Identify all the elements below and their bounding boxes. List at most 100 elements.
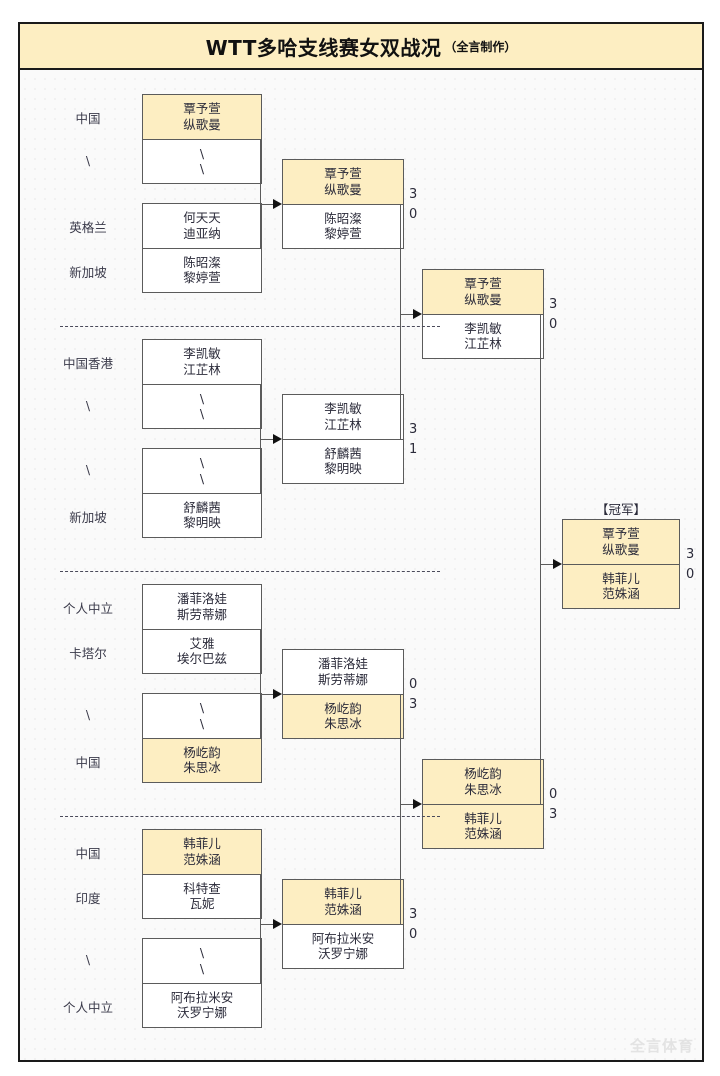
r1-match-8[interactable]: \\阿布拉米安沃罗宁娜 [142, 938, 262, 1028]
connector-line [260, 874, 261, 983]
connector-line [400, 204, 401, 439]
r2-match-1[interactable]: 覃予萱纵歌曼陈昭澯黎婷萱 [282, 159, 404, 249]
player-name: 江芷林 [324, 416, 362, 432]
country-label: \ [85, 153, 91, 168]
section-separator [60, 816, 440, 817]
r2-match-3[interactable]: 潘菲洛娃斯劳蒂娜杨屹韵朱思冰 [282, 649, 404, 739]
r3-match-1-top: 覃予萱纵歌曼 [423, 270, 543, 314]
player-name: 朱思冰 [464, 781, 502, 797]
player-name: \ [199, 945, 205, 961]
country-label: 中国 [75, 755, 101, 770]
player-name: \ [199, 470, 205, 486]
player-name: 潘菲洛娃 [176, 591, 227, 607]
r1-match-4[interactable]: \\舒麟茜黎明映 [142, 448, 262, 538]
player-name: 杨屹韵 [464, 766, 502, 782]
player-name: 李凯敏 [464, 320, 502, 336]
r2-match-4[interactable]: 韩菲儿范姝涵阿布拉米安沃罗宁娜 [282, 879, 404, 969]
r1-match-2-bottom: 陈昭澯黎婷萱 [143, 247, 261, 292]
connector-arrow [273, 689, 282, 699]
player-name: 科特查 [183, 880, 221, 896]
country-label: 卡塔尔 [69, 646, 107, 661]
final-match[interactable]: 覃予萱纵歌曼韩菲儿范姝涵 [562, 519, 680, 609]
player-name: 何天天 [183, 210, 221, 226]
r2-match-4-bottom: 阿布拉米安沃罗宁娜 [283, 923, 403, 968]
r3-match-2[interactable]: 杨屹韵朱思冰韩菲儿范姝涵 [422, 759, 544, 849]
score-top: 3 [409, 187, 418, 202]
player-name: 沃罗宁娜 [317, 946, 368, 962]
player-name: 覃予萱 [183, 101, 221, 117]
connector-line [540, 314, 541, 804]
country-label: \ [85, 707, 91, 722]
score-top: 3 [409, 907, 418, 922]
connector-line [400, 804, 413, 805]
bracket-frame: WTT多哈支线赛女双战况 （全言制作） 覃予萱纵歌曼\\中国\何天天迪亚纳陈昭澯… [18, 22, 704, 1062]
r1-match-6-bottom: 杨屹韵朱思冰 [143, 737, 261, 782]
watermark: 全言体育 [629, 1037, 694, 1055]
player-name: 斯劳蒂娜 [317, 671, 368, 687]
connector-arrow [413, 309, 422, 319]
player-name: 韩菲儿 [602, 570, 640, 586]
r2-match-3-bottom: 杨屹韵朱思冰 [283, 693, 403, 738]
player-name: 覃予萱 [464, 276, 502, 292]
r1-match-8-bottom: 阿布拉米安沃罗宁娜 [143, 982, 261, 1027]
r1-match-5[interactable]: 潘菲洛娃斯劳蒂娜艾雅埃尔巴兹 [142, 584, 262, 674]
player-name: 阿布拉米安 [311, 930, 375, 946]
player-name: 韩菲儿 [324, 886, 362, 902]
r1-match-8-top: \\ [143, 939, 261, 983]
r2-match-1-top: 覃予萱纵歌曼 [283, 160, 403, 204]
country-label: 英格兰 [69, 220, 107, 235]
country-label: 个人中立 [62, 601, 114, 616]
page-subtitle: （全言制作） [444, 39, 517, 54]
r1-match-2-top: 何天天迪亚纳 [143, 204, 261, 248]
r1-match-4-bottom: 舒麟茜黎明映 [143, 492, 261, 537]
connector-line [260, 204, 273, 205]
r1-match-3-bottom: \\ [143, 383, 261, 428]
r1-match-7[interactable]: 韩菲儿范姝涵科特查瓦妮 [142, 829, 262, 919]
country-label: \ [85, 952, 91, 967]
country-label: 中国 [75, 111, 101, 126]
r2-match-2[interactable]: 李凯敏江芷林舒麟茜黎明映 [282, 394, 404, 484]
player-name: 纵歌曼 [602, 541, 640, 557]
connector-line [260, 694, 273, 695]
country-label: 个人中立 [62, 1000, 114, 1015]
connector-arrow [413, 799, 422, 809]
r1-match-3-top: 李凯敏江芷林 [143, 340, 261, 384]
player-name: 范姝涵 [183, 851, 221, 867]
player-name: 范姝涵 [464, 826, 502, 842]
score-bottom: 3 [549, 807, 558, 822]
r1-match-2[interactable]: 何天天迪亚纳陈昭澯黎婷萱 [142, 203, 262, 293]
player-name: 江芷林 [464, 336, 502, 352]
country-label: 印度 [75, 891, 101, 906]
country-label: 中国香港 [62, 356, 114, 371]
section-separator [60, 326, 440, 327]
score-top: 0 [549, 787, 558, 802]
r1-match-6-top: \\ [143, 694, 261, 738]
player-name: 陈昭澯 [183, 254, 221, 270]
r2-match-2-bottom: 舒麟茜黎明映 [283, 438, 403, 483]
r3-match-1-bottom: 李凯敏江芷林 [423, 313, 543, 358]
player-name: 陈昭澯 [324, 210, 362, 226]
connector-line [260, 439, 273, 440]
score-top: 0 [409, 677, 418, 692]
r3-match-2-top: 杨屹韵朱思冰 [423, 760, 543, 804]
score-bottom: 3 [409, 697, 418, 712]
r1-match-1-bottom: \\ [143, 138, 261, 183]
player-name: 沃罗宁娜 [176, 1005, 227, 1021]
r1-match-3[interactable]: 李凯敏江芷林\\ [142, 339, 262, 429]
player-name: 阿布拉米安 [170, 989, 234, 1005]
r1-match-6[interactable]: \\杨屹韵朱思冰 [142, 693, 262, 783]
connector-line [400, 694, 401, 924]
r2-match-4-top: 韩菲儿范姝涵 [283, 880, 403, 924]
player-name: \ [199, 960, 205, 976]
connector-line [260, 924, 273, 925]
score-top: 3 [686, 547, 695, 562]
r3-match-2-bottom: 韩菲儿范姝涵 [423, 803, 543, 848]
r3-match-1[interactable]: 覃予萱纵歌曼李凯敏江芷林 [422, 269, 544, 359]
r2-match-3-top: 潘菲洛娃斯劳蒂娜 [283, 650, 403, 694]
r1-match-7-top: 韩菲儿范姝涵 [143, 830, 261, 874]
player-name: 舒麟茜 [324, 445, 362, 461]
title-bar: WTT多哈支线赛女双战况 （全言制作） [20, 24, 702, 70]
connector-arrow [553, 559, 562, 569]
player-name: 纵歌曼 [464, 291, 502, 307]
r1-match-1[interactable]: 覃予萱纵歌曼\\ [142, 94, 262, 184]
